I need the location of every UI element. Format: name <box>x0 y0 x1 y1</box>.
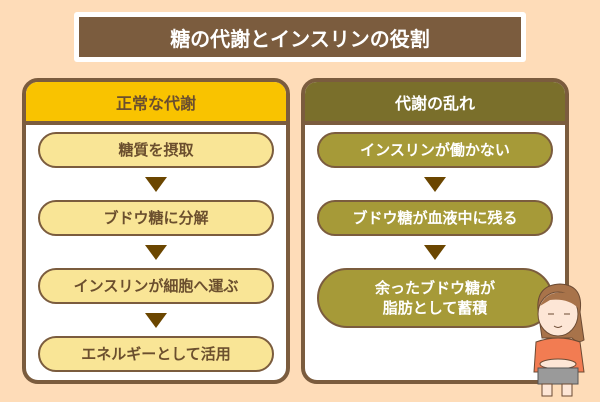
step-line: 余ったブドウ糖が <box>374 278 495 297</box>
title-banner: 糖の代謝とインスリンの役割 <box>74 12 526 62</box>
step: 糖質を摂取 <box>38 132 274 168</box>
arrow-down-icon <box>145 245 167 260</box>
panel-heading: 正常な代謝 <box>26 82 286 125</box>
step-line: 脂肪として蓄積 <box>382 299 488 317</box>
step: エネルギーとして活用 <box>38 336 274 372</box>
normal-metabolism-panel: 正常な代謝 糖質を摂取 ブドウ糖に分解 インスリンが細胞へ運ぶ エネルギーとして… <box>22 78 290 384</box>
step: ブドウ糖が血液中に残る <box>317 200 553 236</box>
step: 余ったブドウ糖が 脂肪として蓄積 <box>317 268 553 328</box>
panel-heading: 代謝の乱れ <box>305 82 565 125</box>
arrow-down-icon <box>145 177 167 192</box>
step: インスリンが働かない <box>317 132 553 168</box>
arrow-down-icon <box>424 245 446 260</box>
title-text: 糖の代謝とインスリンの役割 <box>79 17 521 57</box>
arrow-down-icon <box>424 177 446 192</box>
step: ブドウ糖に分解 <box>38 200 274 236</box>
step: インスリンが細胞へ運ぶ <box>38 268 274 304</box>
arrow-down-icon <box>145 313 167 328</box>
woman-illustration <box>533 283 585 397</box>
metabolism-disorder-panel: 代謝の乱れ インスリンが働かない ブドウ糖が血液中に残る 余ったブドウ糖が 脂肪… <box>301 78 569 384</box>
